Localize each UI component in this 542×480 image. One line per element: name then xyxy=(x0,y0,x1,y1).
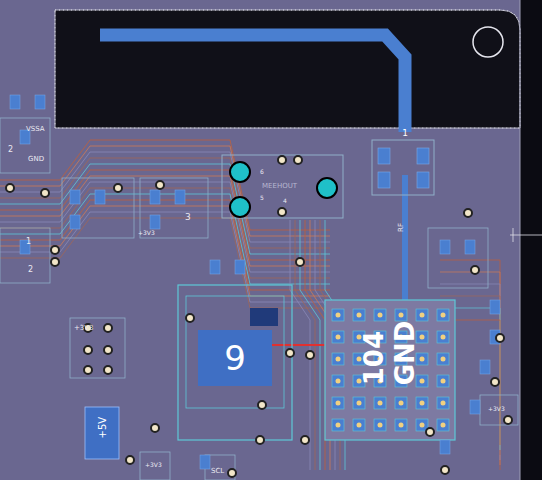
silkscreen-label: 1 xyxy=(26,238,31,246)
silkscreen-label: 2 xyxy=(8,146,13,154)
silkscreen-label: +3V3 xyxy=(145,462,162,468)
silkscreen-label: RF xyxy=(398,223,405,232)
silkscreen-label: SCL xyxy=(211,468,224,475)
silkscreen-label: +3V3 xyxy=(488,406,505,412)
silkscreen-label: 6 xyxy=(260,169,264,175)
silkscreen-label: +3V3 xyxy=(74,325,94,332)
ic-footprint: 9 xyxy=(198,330,272,386)
silkscreen-label: 2 xyxy=(28,266,33,274)
silkscreen-label: MEEHOUT xyxy=(262,183,297,190)
silkscreen-label: GND xyxy=(28,156,44,163)
silkscreen-text: 9 xyxy=(224,341,246,375)
silkscreen-label: 5 xyxy=(260,195,264,201)
silkscreen-label: 4 xyxy=(283,198,287,204)
silkscreen-text: 104 xyxy=(362,357,388,386)
silkscreen-label: VSSA xyxy=(26,126,45,133)
capacitor-footprint: +5V xyxy=(85,407,119,459)
silkscreen-text: GND xyxy=(392,357,418,386)
silkscreen-label: +3V3 xyxy=(138,230,155,236)
silkscreen-text: +5V xyxy=(97,428,107,439)
silkscreen-label: 3 xyxy=(185,213,191,222)
pad-number: 1 xyxy=(396,126,414,140)
silkscreen-text: 1 xyxy=(402,129,408,138)
module-footprint: 104GND xyxy=(330,315,450,427)
